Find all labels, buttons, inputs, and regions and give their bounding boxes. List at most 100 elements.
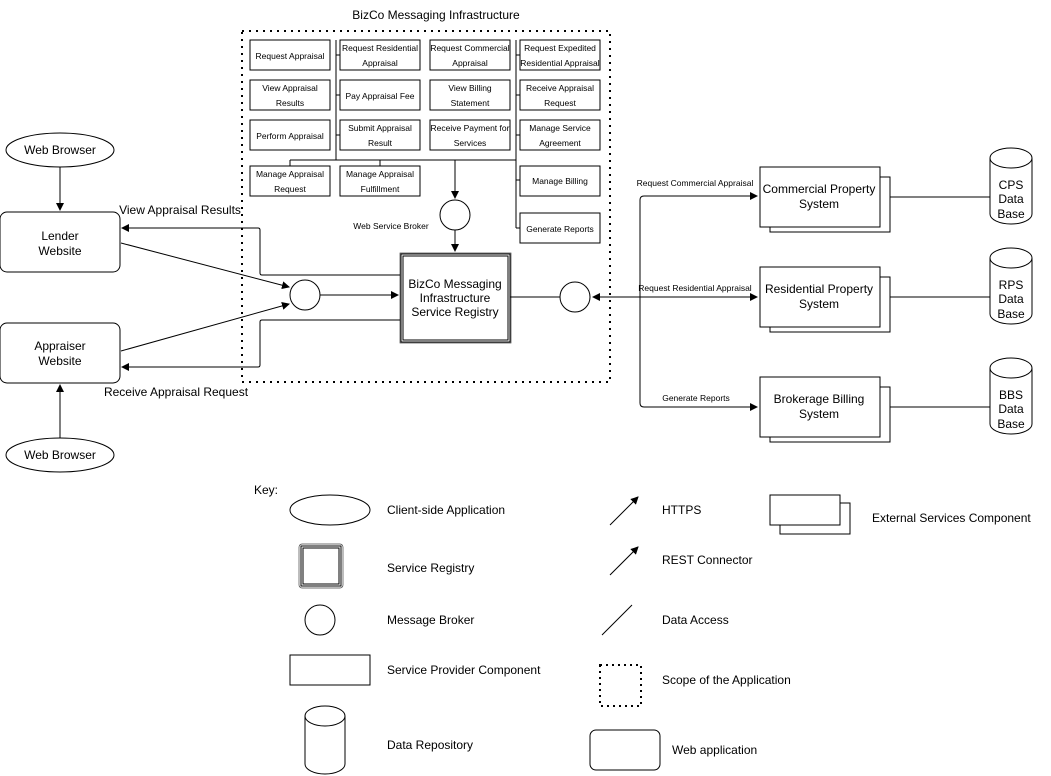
svg-text:Request Expedited: Request Expedited xyxy=(524,43,596,53)
appraiser-website[interactable]: Appraiser Website xyxy=(0,322,121,384)
svg-text:View Billing: View Billing xyxy=(448,83,492,93)
left-connectors xyxy=(120,224,400,371)
svg-text:Base: Base xyxy=(997,207,1025,221)
service-request-appraisal[interactable]: Request Appraisal xyxy=(249,39,331,71)
service-manage-appraisal-fulfillment[interactable]: Manage Appraisal Fulfillment xyxy=(339,165,421,197)
database-rps[interactable]: RPS Data Base xyxy=(989,247,1033,325)
svg-text:Residential Property: Residential Property xyxy=(765,282,873,296)
svg-text:CPS: CPS xyxy=(999,178,1024,192)
svg-text:System: System xyxy=(799,197,839,211)
service-view-appraisal-results[interactable]: View Appraisal Results xyxy=(249,79,331,111)
database-cps[interactable]: CPS Data Base xyxy=(989,147,1033,225)
svg-text:Appraiser: Appraiser xyxy=(34,339,85,353)
svg-text:Agreement: Agreement xyxy=(539,138,581,148)
svg-text:Manage Service: Manage Service xyxy=(529,123,591,133)
service-view-billing-statement[interactable]: View Billing Statement xyxy=(429,79,511,111)
svg-text:Statement: Statement xyxy=(451,98,490,108)
svg-text:Results: Results xyxy=(276,98,304,108)
legend-client-side-label: Client-side Application xyxy=(387,503,505,517)
service-perform-appraisal[interactable]: Perform Appraisal xyxy=(249,119,331,151)
legend-https-label: HTTPS xyxy=(662,503,701,517)
service-receive-payment-for-services[interactable]: Receive Payment for Services xyxy=(429,119,511,151)
svg-text:Fulfillment: Fulfillment xyxy=(361,184,400,194)
service-manage-service-agreement[interactable]: Manage Service Agreement xyxy=(519,119,601,151)
right-message-broker[interactable] xyxy=(559,281,591,313)
legend-https-shape xyxy=(609,496,639,526)
service-boxes: Request Appraisal Request Residential Ap… xyxy=(249,39,601,244)
legend-data-repository-shape xyxy=(304,705,346,775)
service-manage-appraisal-request[interactable]: Manage Appraisal Request xyxy=(249,165,331,197)
edge-label-residential: Request Residential Appraisal xyxy=(638,283,752,293)
service-pay-appraisal-fee[interactable]: Pay Appraisal Fee xyxy=(339,79,421,111)
svg-text:Base: Base xyxy=(997,307,1025,321)
svg-text:System: System xyxy=(799,297,839,311)
svg-text:Commercial Property: Commercial Property xyxy=(763,182,876,196)
svg-text:Infrastructure: Infrastructure xyxy=(420,291,491,305)
svg-text:BizCo Messaging: BizCo Messaging xyxy=(408,277,501,291)
svg-text:Request Appraisal: Request Appraisal xyxy=(256,51,325,61)
legend-rest-label: REST Connector xyxy=(662,553,753,567)
legend-data-access-label: Data Access xyxy=(662,613,729,627)
svg-text:Perform Appraisal: Perform Appraisal xyxy=(256,131,324,141)
svg-text:Manage Appraisal: Manage Appraisal xyxy=(346,169,414,179)
svg-text:Generate Reports: Generate Reports xyxy=(526,224,594,234)
external-system-commercial[interactable]: Request Commercial Appraisal Commercial … xyxy=(637,166,891,233)
svg-text:Data: Data xyxy=(998,402,1024,416)
svg-text:Data: Data xyxy=(998,192,1024,206)
service-registry[interactable]: BizCo Messaging Infrastructure Service R… xyxy=(399,252,512,344)
svg-text:Lender: Lender xyxy=(41,229,78,243)
legend-service-provider-shape xyxy=(289,654,371,686)
svg-text:Result: Result xyxy=(368,138,393,148)
service-generate-reports[interactable]: Generate Reports xyxy=(519,212,601,244)
legend-rest-shape xyxy=(609,546,639,576)
service-request-residential-appraisal[interactable]: Request Residential Appraisal xyxy=(339,39,421,71)
svg-text:System: System xyxy=(799,407,839,421)
legend-scope-shape xyxy=(599,664,642,707)
legend-message-broker-shape xyxy=(304,604,336,636)
legend-service-provider-label: Service Provider Component xyxy=(387,663,541,677)
external-system-brokerage[interactable]: Generate Reports Brokerage Billing Syste… xyxy=(662,376,891,443)
svg-text:Brokerage Billing: Brokerage Billing xyxy=(774,392,865,406)
infrastructure-title: BizCo Messaging Infrastructure xyxy=(352,8,520,22)
service-request-expedited-residential-appraisal[interactable]: Request Expedited Residential Appraisal xyxy=(519,39,601,71)
database-bbs[interactable]: BBS Data Base xyxy=(989,357,1033,435)
service-submit-appraisal-result[interactable]: Submit Appraisal Result xyxy=(339,119,421,151)
svg-text:Manage Billing: Manage Billing xyxy=(532,176,588,186)
legend-title: Key: xyxy=(254,483,278,497)
svg-text:Website: Website xyxy=(38,244,81,258)
receive-appraisal-request-label: Receive Appraisal Request xyxy=(104,385,249,399)
left-message-broker[interactable] xyxy=(289,279,321,311)
web-browser-top[interactable]: Web Browser xyxy=(5,132,115,168)
service-request-commercial-appraisal[interactable]: Request Commercial Appraisal xyxy=(429,39,511,71)
svg-text:Data: Data xyxy=(998,292,1024,306)
service-receive-appraisal-request[interactable]: Receive Appraisal Request xyxy=(519,79,601,111)
svg-text:RPS: RPS xyxy=(999,278,1024,292)
legend-data-repository-label: Data Repository xyxy=(387,738,473,752)
svg-text:View Appraisal: View Appraisal xyxy=(262,83,318,93)
web-service-broker[interactable] xyxy=(439,199,471,231)
legend-external-shape xyxy=(769,494,851,535)
svg-text:Web Browser: Web Browser xyxy=(24,448,96,462)
svg-text:Appraisal: Appraisal xyxy=(362,58,398,68)
legend-web-app-shape xyxy=(589,729,661,771)
svg-text:Submit Appraisal: Submit Appraisal xyxy=(348,123,412,133)
web-service-broker-label: Web Service Broker xyxy=(353,221,429,231)
legend-service-registry-label: Service Registry xyxy=(387,561,474,575)
svg-text:Service Registry: Service Registry xyxy=(411,305,498,319)
legend-external-label: External Services Component xyxy=(872,511,1031,525)
web-browser-bottom[interactable]: Web Browser xyxy=(5,437,115,473)
svg-text:Base: Base xyxy=(997,417,1025,431)
svg-text:Request: Request xyxy=(274,184,306,194)
legend-client-side-shape xyxy=(289,494,371,526)
external-system-residential[interactable]: Request Residential Appraisal Residentia… xyxy=(638,266,891,333)
service-manage-billing[interactable]: Manage Billing xyxy=(519,165,601,197)
lender-website[interactable]: Lender Website xyxy=(0,211,121,273)
legend-data-access-shape xyxy=(601,604,633,636)
svg-text:Receive Appraisal: Receive Appraisal xyxy=(526,83,594,93)
svg-text:Web Browser: Web Browser xyxy=(24,143,96,157)
legend-message-broker-label: Message Broker xyxy=(387,613,474,627)
svg-text:Residential Appraisal: Residential Appraisal xyxy=(520,58,599,68)
legend-web-app-label: Web application xyxy=(672,743,757,757)
svg-text:Pay Appraisal Fee: Pay Appraisal Fee xyxy=(346,91,415,101)
